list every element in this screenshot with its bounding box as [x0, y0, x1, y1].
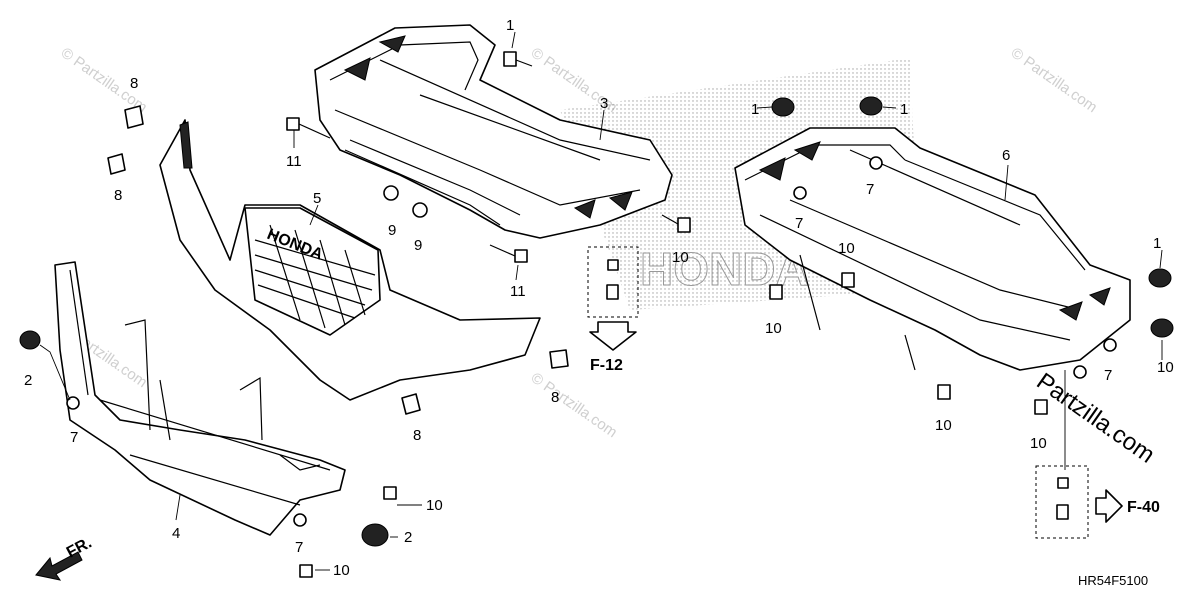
diagram-code: HR54F5100 [1078, 573, 1148, 588]
callout-10: 10 [672, 249, 689, 266]
callout-10: 1 [751, 101, 759, 118]
ref-f40: F-40 [1127, 499, 1160, 516]
rear-carrier-part-6 [734, 127, 1131, 371]
callout-9: 9 [388, 222, 396, 239]
callout-2: 2 [24, 372, 32, 389]
callout-7: 7 [795, 215, 803, 232]
callout-6: 6 [1002, 147, 1010, 164]
callout-7: 7 [295, 539, 303, 556]
callout-8: 8 [551, 389, 559, 406]
front-grille-part-5: HONDA [159, 119, 541, 401]
callout-5: 5 [313, 190, 321, 207]
callout-1: 10 [1157, 359, 1174, 376]
callout-10: 10 [935, 417, 952, 434]
callout-4: 4 [172, 525, 180, 542]
callout-10: 10 [838, 240, 855, 257]
callout-10: 10 [426, 497, 443, 514]
callouts: 1 1 1 1 2 2 3 4 5 6 7 7 7 7 7 8 8 8 8 9 … [24, 17, 1174, 579]
callout-8: 8 [413, 427, 421, 444]
watermark: © Partzilla.com [1008, 44, 1101, 116]
callout-1: 1 [900, 101, 908, 118]
leader-lines [39, 31, 1163, 571]
callout-2: 2 [404, 529, 412, 546]
callout-11: 11 [510, 283, 526, 300]
callout-10: 1 [506, 17, 514, 34]
callout-3: 3 [600, 95, 608, 112]
callout-8: 8 [114, 187, 122, 204]
front-carrier-part-3 [314, 24, 673, 239]
ref-f12: F-12 [590, 357, 623, 374]
front-direction-arrow: FR. [35, 534, 95, 581]
callout-10: 10 [333, 562, 350, 579]
watermark-large: Partzilla.com [1032, 368, 1160, 469]
callout-10: 10 [1030, 435, 1047, 452]
fasteners [19, 51, 1174, 578]
watermark: © Partzilla.com [528, 369, 621, 441]
callout-9: 9 [414, 237, 422, 254]
callout-1: 1 [1153, 235, 1161, 252]
callout-11: 11 [286, 153, 302, 170]
callout-7: 7 [1104, 367, 1112, 384]
detail-box-f40 [1035, 465, 1123, 539]
callout-10: 10 [765, 320, 782, 337]
callout-7: 7 [70, 429, 78, 446]
detail-box-f12 [587, 246, 639, 351]
grille-mesh [254, 224, 376, 329]
callout-7: 7 [866, 181, 874, 198]
callout-8: 8 [130, 75, 138, 92]
front-guard-part-4 [54, 261, 346, 536]
